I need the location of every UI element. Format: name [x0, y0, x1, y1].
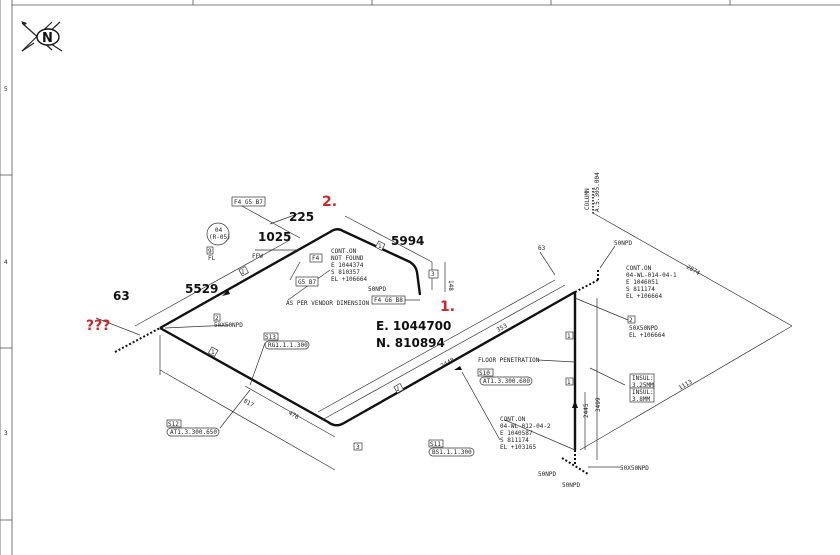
cont-line: EL +103165: [500, 444, 537, 451]
weld-ref: (R-05): [209, 234, 231, 241]
dimension-lines: [95, 188, 793, 471]
label-f4: F4: [312, 255, 320, 262]
label-50npd-bottom-1: 50NPD: [538, 471, 556, 478]
row-label: 3: [4, 430, 8, 437]
label-50x50npd-right: 50X50NPD: [629, 325, 658, 332]
label-50x50npd-left: 50X50NPD: [214, 322, 243, 329]
pipe-tag: 1: [396, 386, 400, 393]
support-s12-ref: AT1.3.300.650: [170, 429, 217, 436]
pipe-tag: 1: [211, 349, 215, 356]
support-s13: S13: [265, 334, 276, 341]
insul-value: 3.25MM: [632, 382, 654, 389]
cont-line: E 1040587: [500, 430, 533, 437]
tag-3-bottom: 3: [356, 444, 360, 451]
cont-block-top: CONT.ON NOT FOUND E 1044374 S 810357 EL …: [331, 248, 368, 283]
cont-line: CONT.ON: [626, 265, 652, 272]
support-s10-ref: AT1.3.300.600: [483, 378, 530, 385]
dimension-353: 353: [496, 322, 509, 334]
cont-line: CONT.ON: [331, 248, 357, 255]
pipe-tag: 1: [241, 269, 245, 276]
dimension-3499: 3499: [595, 397, 602, 412]
north-label: N: [42, 31, 53, 46]
dimension-5994: 5994: [391, 234, 424, 248]
cont-line: E 1044374: [331, 262, 364, 269]
cont-line: 04-WL-012-04-2: [500, 423, 551, 430]
cont-line: 04-WL-014-04-1: [626, 272, 677, 279]
row-label: 4: [4, 259, 8, 266]
label-floor-penetration: FLOOR PENETRATION: [478, 357, 540, 364]
dimension-817: 817: [242, 398, 255, 410]
weld-number: 04: [215, 227, 223, 234]
dimension-2445: 2445: [583, 403, 590, 418]
cont-line: E 1046051: [626, 279, 659, 286]
pipe-tag: 1: [378, 243, 382, 250]
row-label: 5: [4, 86, 8, 93]
label-f4-g6-b8: F4 G6 B8: [374, 297, 403, 304]
pipe-tag: 1: [567, 379, 571, 386]
northing-label: N. 810894: [376, 336, 445, 350]
cont-line: S 810357: [331, 269, 360, 276]
label-50x50npd-bottom: 50X50NPD: [620, 465, 649, 472]
north-arrow-icon: N: [21, 21, 63, 52]
label-fl: FL: [208, 255, 216, 262]
dimension-2448: 2448: [440, 356, 456, 369]
support-s13-ref: RG1.1.1.300: [268, 342, 308, 349]
dimension-5529: 5529: [185, 282, 218, 296]
dimension-63-right: 63: [538, 245, 546, 252]
marker-point-1: 1.: [440, 299, 455, 315]
tag-9: 9: [208, 248, 212, 255]
cont-line: NOT FOUND: [331, 255, 364, 262]
label-50npd-top: 50NPD: [368, 286, 386, 293]
tag-3-top: 3: [431, 271, 435, 278]
label-50npd-right: 50NPD: [614, 240, 632, 247]
tag-2-right: 2: [629, 317, 633, 324]
tag-2-left: 2: [215, 315, 219, 322]
marker-point-2: 2.: [322, 194, 337, 210]
insul-value: 3.8MM: [632, 396, 650, 403]
cont-block-right: CONT.ON 04-WL-014-04-1 E 1046051 S 81117…: [626, 265, 677, 300]
cont-line: S 811174: [626, 286, 655, 293]
cont-line: EL +106664: [626, 293, 663, 300]
insulation-callout: INSUL: 3.25MM INSUL: 3.8MM: [629, 373, 655, 403]
label-column-ref: A.5.305.004: [594, 172, 601, 212]
dimension-1025: 1025: [258, 230, 291, 244]
pipe-tag: 1: [567, 333, 571, 340]
cont-line: S 811174: [500, 437, 529, 444]
insul-label: INSUL:: [632, 389, 654, 396]
marker-unknown: ???: [86, 318, 110, 334]
weld-callout: 04 (R-05): [206, 222, 231, 246]
cont-line: CONT.ON: [500, 416, 526, 423]
label-50npd-bottom-2: 50NPD: [562, 482, 580, 489]
support-s11-ref: BS1.1.1.300: [432, 449, 472, 456]
support-s12: S12: [168, 421, 179, 428]
cont-line: EL +106664: [331, 276, 368, 283]
dimension-63-left: 63: [113, 289, 130, 303]
dimension-225: 225: [289, 210, 314, 224]
label-el-right: EL +106664: [629, 332, 666, 339]
dimension-1113: 1113: [678, 378, 694, 391]
insul-label: INSUL:: [632, 375, 654, 382]
easting-label: E. 1044700: [376, 319, 451, 333]
label-g5-b7: G5 B7: [298, 279, 316, 286]
label-f4-g5-b7: F4 G5 B7: [234, 199, 263, 206]
dimension-148: 148: [447, 280, 454, 291]
support-s10: S10: [479, 370, 490, 377]
cont-block-bottom: CONT.ON 04-WL-012-04-2 E 1040587 S 81117…: [500, 416, 551, 451]
label-as-per-vendor-dimension: AS PER VENDOR DIMENSION: [286, 300, 369, 307]
dimension-2874: 2874: [685, 264, 701, 277]
dimension-476: 476: [287, 410, 300, 422]
support-s11: S11: [430, 441, 441, 448]
label-column: COLUMN: [584, 188, 591, 210]
label-ffw: FFW: [252, 253, 263, 260]
